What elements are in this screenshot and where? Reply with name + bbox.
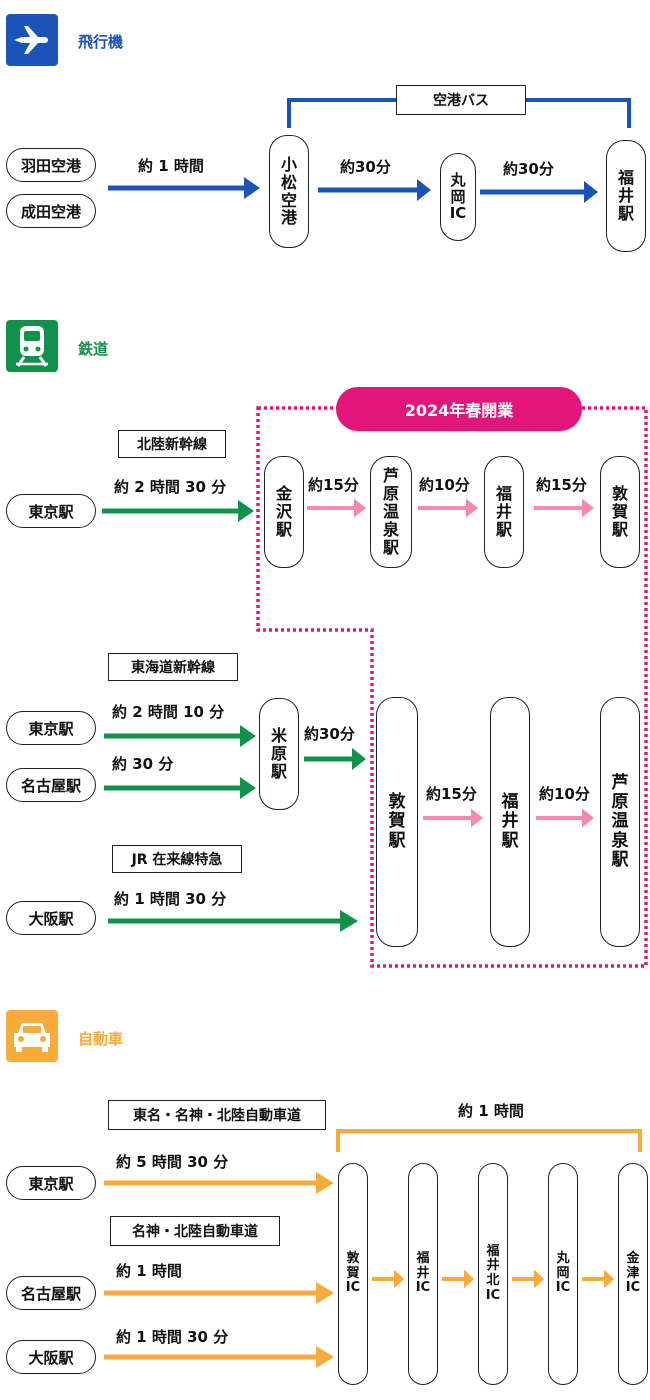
line-jr-limited-express: JR 在来線特急 — [112, 845, 242, 873]
tokaido-time-nagoya: 約 30 分 — [112, 755, 174, 773]
stop-label: 敦賀駅 — [611, 484, 628, 539]
arrow-ic-1 — [372, 1269, 404, 1289]
origin-narita: 成田空港 — [6, 194, 96, 228]
origin-nagoya-rail: 名古屋駅 — [6, 768, 96, 802]
arrow-tokaido-nagoya — [104, 777, 256, 799]
stop-label: 芦原温泉駅 — [611, 773, 629, 870]
arrow-ic-3 — [512, 1269, 544, 1289]
hokuriku-seg-1: 約15分 — [308, 476, 359, 494]
stop-tsuruga-2: 敦賀駅 — [376, 697, 418, 947]
stop-fukui-2: 福井駅 — [490, 697, 530, 947]
limited-time: 約 1 時間 30 分 — [114, 890, 227, 908]
car-span-time: 約 1 時間 — [458, 1102, 524, 1120]
line-tokaido-shinkansen: 東海道新幹線 — [108, 653, 238, 681]
arrow-pink-5 — [536, 808, 594, 828]
arrow-pink-4 — [423, 808, 483, 828]
stop-awara-onsen-1: 芦原温泉駅 — [370, 456, 412, 568]
stop-fukui-station-plane: 福井駅 — [606, 140, 646, 252]
stop-label: 敦賀駅 — [388, 792, 406, 851]
airplane-icon — [6, 14, 58, 66]
south-seg-2: 約10分 — [539, 785, 590, 803]
new-line-region — [256, 406, 648, 968]
south-seg-1: 約15分 — [426, 785, 477, 803]
origin-nagoya-car: 名古屋駅 — [6, 1276, 96, 1310]
section-title-plane: 飛行機 — [78, 33, 124, 51]
tokaido-time-tokyo: 約 2 時間 10 分 — [112, 703, 225, 721]
section-title-car: 自動車 — [78, 1030, 124, 1048]
line-hokuriku-shinkansen: 北陸新幹線 — [118, 430, 226, 458]
arrow-car-osaka — [104, 1346, 334, 1368]
maibara-time: 約30分 — [304, 725, 355, 743]
open-badge: 2024年春開業 — [336, 387, 582, 431]
arrow-limited — [108, 910, 358, 932]
arrow-plane-main — [108, 177, 260, 199]
hokuriku-seg-3: 約15分 — [536, 476, 587, 494]
stop-kanazawa: 金沢駅 — [264, 456, 304, 568]
stop-label: 米原駅 — [270, 726, 287, 781]
plane-time-main: 約 1 時間 — [138, 157, 204, 175]
arrow-plane-2 — [480, 181, 598, 203]
car-time-nagoya: 約 1 時間 — [116, 1262, 182, 1280]
airport-bus-label: 空港バス — [396, 85, 526, 115]
section-title-rail: 鉄道 — [78, 340, 109, 358]
stop-label: 芦原温泉駅 — [382, 466, 399, 557]
arrow-plane-1 — [318, 179, 431, 201]
stop-label: 福井駅 — [495, 484, 512, 539]
arrow-pink-2 — [418, 498, 478, 518]
arrow-tokaido-tokyo — [104, 725, 256, 747]
stop-label: 福井駅 — [501, 792, 519, 851]
hokuriku-seg-2: 約10分 — [419, 476, 470, 494]
stop-label: 小松空港 — [280, 154, 297, 228]
origin-haneda: 羽田空港 — [6, 148, 96, 182]
arrow-pink-3 — [534, 498, 594, 518]
stop-label: 金沢駅 — [275, 484, 292, 539]
arrow-car-tokyo — [104, 1172, 334, 1194]
stop-fukui-1: 福井駅 — [484, 456, 524, 568]
arrow-ic-4 — [582, 1269, 614, 1289]
stop-komatsu-airport: 小松空港 — [269, 135, 309, 248]
origin-tokyo-rail-2: 東京駅 — [6, 711, 96, 745]
stop-label: 福井駅 — [617, 168, 634, 223]
stop-tsuruga-1: 敦賀駅 — [600, 456, 640, 568]
stop-awara-onsen-2: 芦原温泉駅 — [600, 697, 640, 947]
origin-osaka-rail: 大阪駅 — [6, 901, 96, 935]
arrow-hokuriku — [102, 500, 254, 522]
plane-time-1: 約30分 — [340, 158, 391, 176]
origin-osaka-car: 大阪駅 — [6, 1340, 96, 1374]
car-time-tokyo: 約 5 時間 30 分 — [116, 1153, 229, 1171]
arrow-maibara-tsuruga — [304, 748, 366, 770]
hokuriku-time: 約 2 時間 30 分 — [114, 478, 227, 496]
stop-maibara: 米原駅 — [259, 698, 299, 810]
route-meishin-hokuriku: 名神・北陸自動車道 — [110, 1216, 280, 1246]
car-span-bracket — [336, 1129, 642, 1152]
car-icon — [6, 1010, 58, 1062]
train-icon — [6, 320, 58, 372]
origin-tokyo-car: 東京駅 — [6, 1166, 96, 1200]
arrow-car-nagoya — [104, 1282, 334, 1304]
origin-tokyo-rail-1: 東京駅 — [6, 494, 96, 528]
arrow-pink-1 — [307, 498, 366, 518]
car-time-osaka: 約 1 時間 30 分 — [116, 1328, 229, 1346]
route-tomei-meishin-hokuriku: 東名・名神・北陸自動車道 — [108, 1100, 326, 1130]
plane-time-2: 約30分 — [503, 160, 554, 178]
arrow-ic-2 — [442, 1269, 474, 1289]
